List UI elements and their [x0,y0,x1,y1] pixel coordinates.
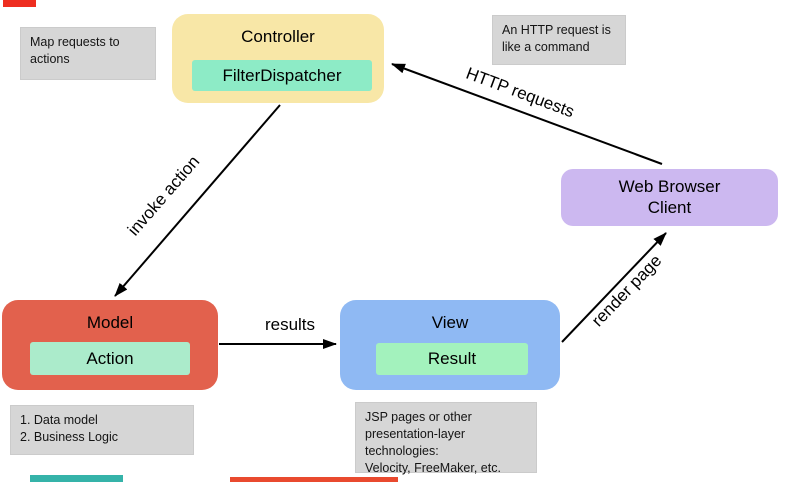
note-http-command: An HTTP request is like a command [492,15,626,65]
arrow-invoke-action [114,104,281,297]
view-title: View [431,313,469,332]
note-data-model: 1. Data model 2. Business Logic [10,405,194,455]
web-browser-client-title: Web Browser Client [618,177,721,217]
filter-dispatcher-box: FilterDispatcher [192,60,372,91]
model-title: Model [86,313,134,332]
edge-label-invoke-action: invoke action [123,151,204,240]
arrow-http-requests [391,63,663,165]
model-node: Model Action [2,300,218,390]
cropped-teal-bar-bottom [30,475,123,482]
view-node: View Result [340,300,560,390]
cropped-red-bar-top [3,0,36,7]
controller-title: Controller [241,27,315,46]
edge-label-results: results [264,315,316,334]
action-box: Action [30,342,190,375]
note-jsp-pages: JSP pages or other presentation-layer te… [355,402,537,475]
arrow-render-page [561,232,667,343]
edge-label-render-page: render page [587,251,666,331]
web-browser-client-node: Web Browser Client [561,169,778,226]
edge-label-http-requests: HTTP requests [463,63,577,122]
cropped-red-bar-bottom [230,477,398,482]
controller-node: Controller FilterDispatcher [172,14,384,103]
note-map-requests: Map requests to actions [20,27,156,80]
result-box: Result [376,343,528,375]
